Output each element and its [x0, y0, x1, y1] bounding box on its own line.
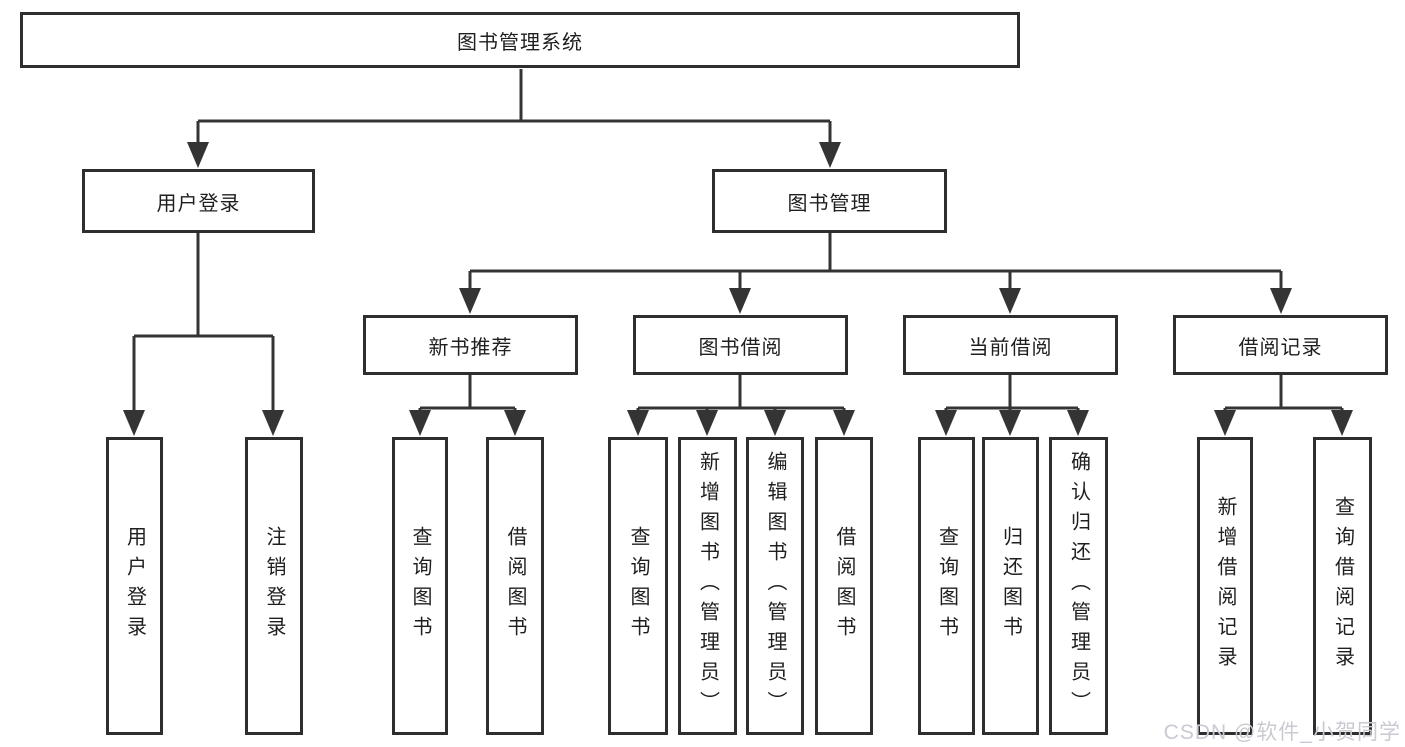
leaf-label: 归还图书: [999, 526, 1022, 646]
leaf-return-books: 归还图书: [982, 437, 1039, 735]
leaf-add-books-admin: 新增图书（管理员）: [678, 437, 737, 735]
node-book-borrow: 图书借阅: [633, 315, 848, 375]
node-library-system: 图书管理系统: [20, 12, 1020, 68]
node-book-management: 图书管理: [712, 169, 947, 233]
leaf-logout: 注销登录: [245, 437, 303, 735]
leaf-query-books-recommend: 查询图书: [392, 437, 448, 735]
leaf-label: 借阅图书: [833, 526, 855, 646]
leaf-label: 查询图书: [627, 526, 649, 646]
leaf-label: 注销登录: [263, 526, 285, 646]
leaf-label: 查询借阅记录: [1331, 496, 1354, 676]
leaf-label: 确认归还（管理员）: [1067, 451, 1090, 721]
leaf-edit-books-admin: 编辑图书（管理员）: [746, 437, 804, 735]
leaf-label: 查询图书: [935, 526, 958, 646]
leaf-query-books-borrow: 查询图书: [608, 437, 668, 735]
leaf-label: 借阅图书: [504, 526, 526, 646]
node-borrow-records: 借阅记录: [1173, 315, 1388, 375]
leaf-query-books-current: 查询图书: [918, 437, 975, 735]
leaf-query-borrow-record: 查询借阅记录: [1313, 437, 1372, 735]
leaf-label: 查询图书: [409, 526, 431, 646]
leaf-label: 新增借阅记录: [1214, 496, 1236, 676]
leaf-user-login: 用户登录: [106, 437, 163, 735]
leaf-confirm-return-admin: 确认归还（管理员）: [1049, 437, 1108, 735]
leaf-label: 编辑图书（管理员）: [764, 451, 786, 721]
csdn-watermark: CSDN @软件_小贺同学: [1163, 721, 1401, 744]
node-user-login: 用户登录: [82, 169, 315, 233]
arrowheads: [123, 142, 1353, 436]
leaf-add-borrow-record: 新增借阅记录: [1197, 437, 1253, 735]
leaf-label: 新增图书（管理员）: [696, 451, 719, 721]
leaf-label: 用户登录: [123, 526, 146, 646]
leaf-borrow-books: 借阅图书: [815, 437, 873, 735]
node-current-borrow: 当前借阅: [903, 315, 1118, 375]
leaf-borrow-books-recommend: 借阅图书: [486, 437, 544, 735]
node-new-book-recommend: 新书推荐: [363, 315, 578, 375]
